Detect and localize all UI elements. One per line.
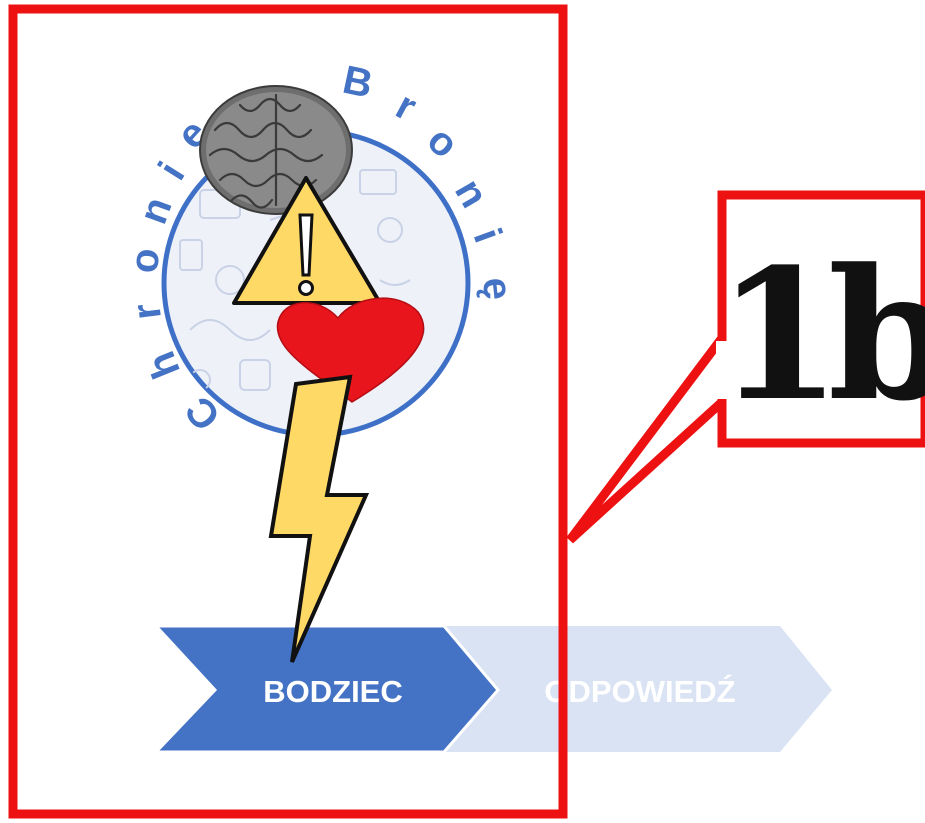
logo-letter: n [446,172,496,215]
chevron-odpowiedz: ODPOWIEDŹ [444,626,832,752]
logo-letter: r [389,83,423,129]
chevron-odpowiedz-label: ODPOWIEDŹ [544,674,735,709]
brain-icon [199,85,353,215]
logo-letter: i [465,223,510,249]
chevron-bodziec-label: BODZIEC [263,674,403,709]
lightning-icon [268,374,370,663]
heart-icon [276,297,425,403]
logo-letter: h [139,345,189,384]
logo-letter: o [122,246,168,275]
logo-letter: o [419,118,467,167]
logo-letter: i [150,155,193,188]
logo-letter: r [124,301,170,322]
chevron-bodziec: BODZIEC [152,624,500,754]
callout-label: 1b [716,230,925,441]
logo-letter: B [339,58,376,107]
logo-letter: n [131,192,181,230]
callout-box: 1b [566,190,925,544]
red-frame [8,4,568,819]
logo-letter: ę [474,275,520,302]
